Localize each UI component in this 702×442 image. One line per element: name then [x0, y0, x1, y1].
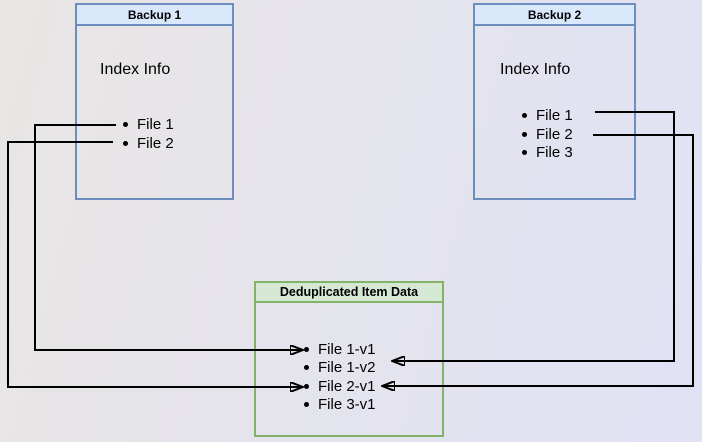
backup1-header: Backup 1	[77, 5, 232, 26]
bullet-icon	[304, 402, 309, 408]
backup2-box: Backup 2	[473, 3, 636, 200]
list-item: File 1	[522, 107, 573, 126]
dedup-header: Deduplicated Item Data	[256, 283, 442, 303]
backup2-header: Backup 2	[475, 5, 634, 26]
bullet-icon	[522, 131, 527, 137]
bullet-icon	[123, 122, 128, 128]
list-item: File 2	[123, 134, 174, 153]
list-item: File 2	[522, 125, 573, 144]
list-item: File 1-v2	[304, 359, 376, 378]
bullet-icon	[304, 383, 309, 389]
backup2-index-info-label: Index Info	[500, 61, 571, 78]
dedup-item-4: File 3-v1	[318, 396, 376, 414]
dedup-item-list: File 1-v1 File 1-v2 File 2-v1 File 3-v1	[304, 340, 376, 414]
bullet-icon	[304, 346, 309, 352]
dedup-item-2: File 1-v2	[318, 359, 376, 377]
dedup-item-3: File 2-v1	[318, 377, 376, 395]
backup2-file-list: File 1 File 2 File 3	[522, 107, 573, 163]
backup1-file-list: File 1 File 2	[123, 116, 174, 153]
dedup-item-1: File 1-v1	[318, 340, 376, 358]
backup1-index-info-label: Index Info	[100, 61, 171, 78]
list-item: File 1	[123, 116, 174, 135]
list-item: File 3	[522, 144, 573, 163]
backup2-file-1: File 1	[536, 107, 573, 125]
backup2-file-3: File 3	[536, 144, 573, 162]
bullet-icon	[522, 113, 527, 119]
backup2-file-2: File 2	[536, 125, 573, 143]
backup1-title: Backup 1	[127, 7, 182, 22]
backup1-box: Backup 1	[75, 3, 234, 200]
list-item: File 2-v1	[304, 377, 376, 396]
backup1-file-2: File 2	[137, 134, 174, 152]
bullet-icon	[522, 150, 527, 156]
bullet-icon	[304, 365, 309, 371]
list-item: File 3-v1	[304, 396, 376, 415]
bullet-icon	[123, 140, 128, 146]
backup1-file-1: File 1	[137, 116, 174, 134]
list-item: File 1-v1	[304, 340, 376, 359]
dedup-title: Deduplicated Item Data	[279, 285, 419, 299]
backup2-title: Backup 2	[527, 7, 582, 22]
